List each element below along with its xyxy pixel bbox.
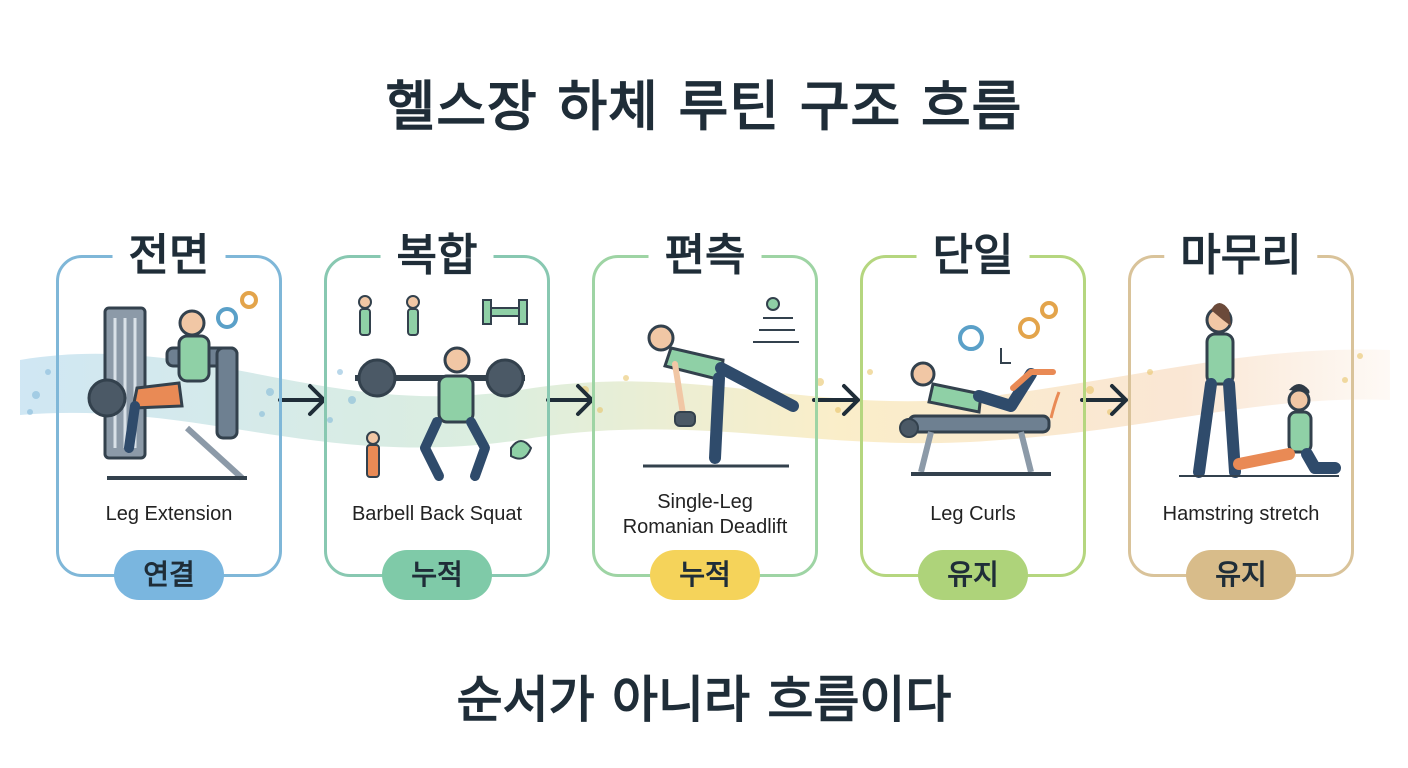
step-card-finish: 마무리 Hamstring stretch 유지 [1128,228,1354,600]
step-badge: 유지 [1186,550,1296,600]
step-heading: 편측 [648,228,762,284]
step-badge: 누적 [382,550,492,600]
caption-line: Single-Leg [657,491,753,513]
caption-line: Hamstring stretch [1162,503,1320,525]
step-badge: 유지 [918,550,1028,600]
leg-curl-figure-icon [899,301,1061,476]
caption-line: Leg Extension [105,503,233,525]
step-badge: 연결 [114,550,224,600]
leg-extension-figure-icon [87,291,258,481]
single-leg-rdl-figure-icon [643,297,799,468]
step-badge: 누적 [650,550,760,600]
step-caption: Barbell Back Squat [327,502,547,527]
step-caption: Single-Leg Romanian Deadlift [595,490,815,540]
step-card-isolation: 단일 Leg Curls 유지 [860,228,1086,600]
step-card-unilateral: 편측 Single-Leg Romanian Deadlift 누적 [592,228,818,600]
page-subtitle: 순서가 아니라 흐름이다 [456,671,952,729]
step-heading: 단일 [916,228,1030,284]
flow-dots-warm [581,353,1363,415]
caption-line: Romanian Deadlift [622,516,788,538]
flow-dots [27,369,356,423]
step-caption: Leg Curls [863,502,1083,527]
step-caption: Leg Extension [59,502,279,527]
hamstring-stretch-figure-icon [1179,303,1341,478]
arrow-right-icon [812,384,860,416]
caption-line: Leg Curls [930,503,1016,525]
barbell-squat-figure-icon [355,295,533,481]
caption-line: Barbell Back Squat [351,503,523,525]
step-heading: 복합 [380,228,494,284]
arrow-right-icon [1080,384,1128,416]
step-heading: 마무리 [1164,228,1318,284]
step-card-front: 전면 Leg Extension 연결 [56,228,282,600]
page-title: 헬스장 하체 루틴 구조 흐름 [385,75,1023,138]
step-heading: 전면 [112,228,226,284]
step-card-compound: 복합 Barbell Back Squat 누적 [324,228,550,600]
step-caption: Hamstring stretch [1131,502,1351,527]
